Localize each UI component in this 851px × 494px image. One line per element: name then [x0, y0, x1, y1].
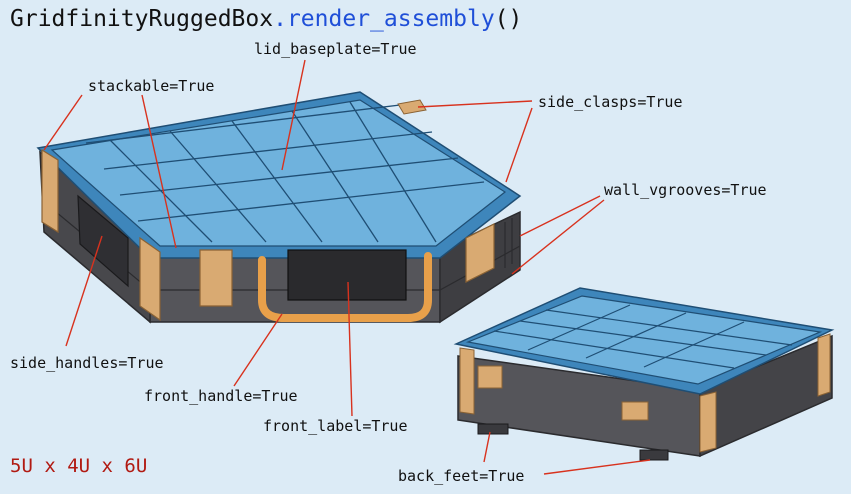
small-rugged-box — [453, 287, 835, 461]
title-method: .render_assembly — [273, 6, 495, 32]
title-class-name: GridfinityRuggedBox — [10, 6, 274, 32]
large-box-top-clasp — [397, 99, 427, 115]
label-side-handles: side_handles=True — [10, 354, 164, 372]
large-box-side-clasp-left-front — [139, 236, 161, 322]
large-box-lid-baseplate-grid — [85, 101, 485, 243]
small-box-hinge-right — [621, 401, 649, 421]
large-box-side-handle — [77, 194, 129, 288]
leader-wall-vgrooves — [519, 195, 601, 237]
leader-stackable — [43, 94, 83, 151]
large-box-front-handle — [258, 252, 432, 322]
small-box-back-foot-left — [477, 423, 509, 435]
small-box-lid-baseplate-grid — [493, 304, 793, 369]
label-side-clasps: side_clasps=True — [538, 93, 683, 111]
label-wall-vgrooves: wall_vgrooves=True — [604, 181, 767, 199]
small-box-side-clasp-right — [699, 391, 717, 453]
large-box-front-clasp-right — [465, 223, 495, 283]
label-stackable: stackable=True — [88, 77, 215, 95]
leader-wall-vgrooves — [511, 199, 605, 275]
large-rugged-box — [36, 91, 522, 324]
leader-side-clasps — [505, 107, 533, 183]
label-back-feet: back_feet=True — [398, 467, 525, 485]
small-box-side-clasp-left — [459, 347, 475, 415]
leader-lines — [43, 59, 651, 475]
leader-front-handle — [233, 313, 283, 387]
label-lid-baseplate: lid_baseplate=True — [254, 40, 417, 58]
large-box-front-clasp-left — [199, 249, 233, 307]
leader-side-clasps — [417, 100, 533, 108]
large-box-front-label — [287, 249, 407, 301]
leader-front-label — [347, 281, 353, 417]
small-box-lid-top — [465, 295, 823, 385]
leader-lid-baseplate — [281, 59, 306, 171]
page-title: GridfinityRuggedBox.render_assembly() — [10, 6, 522, 32]
leader-stackable — [141, 94, 177, 249]
label-front-label: front_label=True — [263, 417, 408, 435]
dimensions-label: 5U x 4U x 6U — [10, 455, 148, 477]
small-box-side-clasp-far — [817, 333, 831, 397]
small-box-back-foot-right — [639, 449, 669, 461]
title-parens: () — [494, 6, 523, 32]
leader-back-feet — [483, 431, 491, 463]
leader-back-feet — [543, 459, 651, 475]
label-front-handle: front_handle=True — [144, 387, 298, 405]
small-box-hinge-left — [477, 365, 503, 389]
leader-side-handles — [65, 235, 103, 347]
large-box-side-clasp-left-back — [41, 148, 59, 234]
